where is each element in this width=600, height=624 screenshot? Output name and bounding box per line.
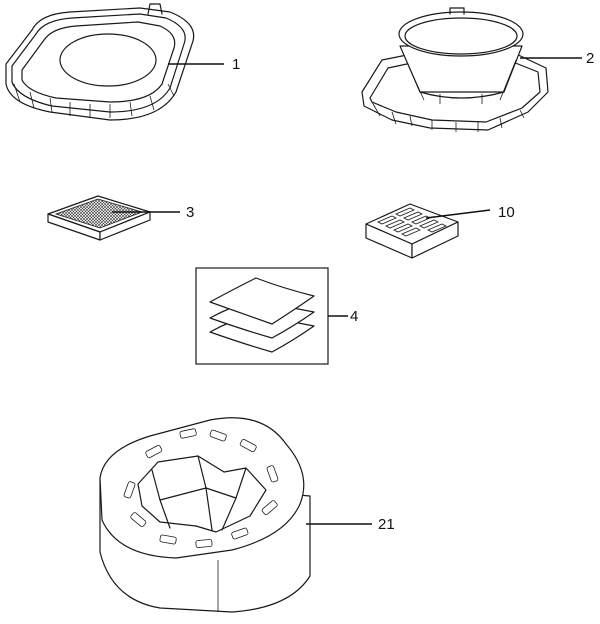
part-container-top-label: 2: [586, 50, 594, 67]
part-container-top-drawing: [361, 7, 549, 132]
part-filter-pads-label: 4: [350, 308, 358, 325]
part-filter-pads-drawing: [195, 267, 329, 365]
part-foam-filter-label: 21: [378, 516, 395, 533]
part-pleated-filter-drawing: [47, 195, 151, 241]
part-lid-label: 1: [232, 56, 240, 73]
part-grille-filter-label: 10: [498, 204, 515, 221]
part-grille-filter-drawing: [365, 203, 459, 259]
part-lid-drawing: [5, 3, 195, 121]
part-foam-filter-drawing: [99, 417, 311, 613]
part-grille-filter-leader: [425, 209, 491, 219]
part-pleated-filter-label: 3: [186, 204, 194, 221]
